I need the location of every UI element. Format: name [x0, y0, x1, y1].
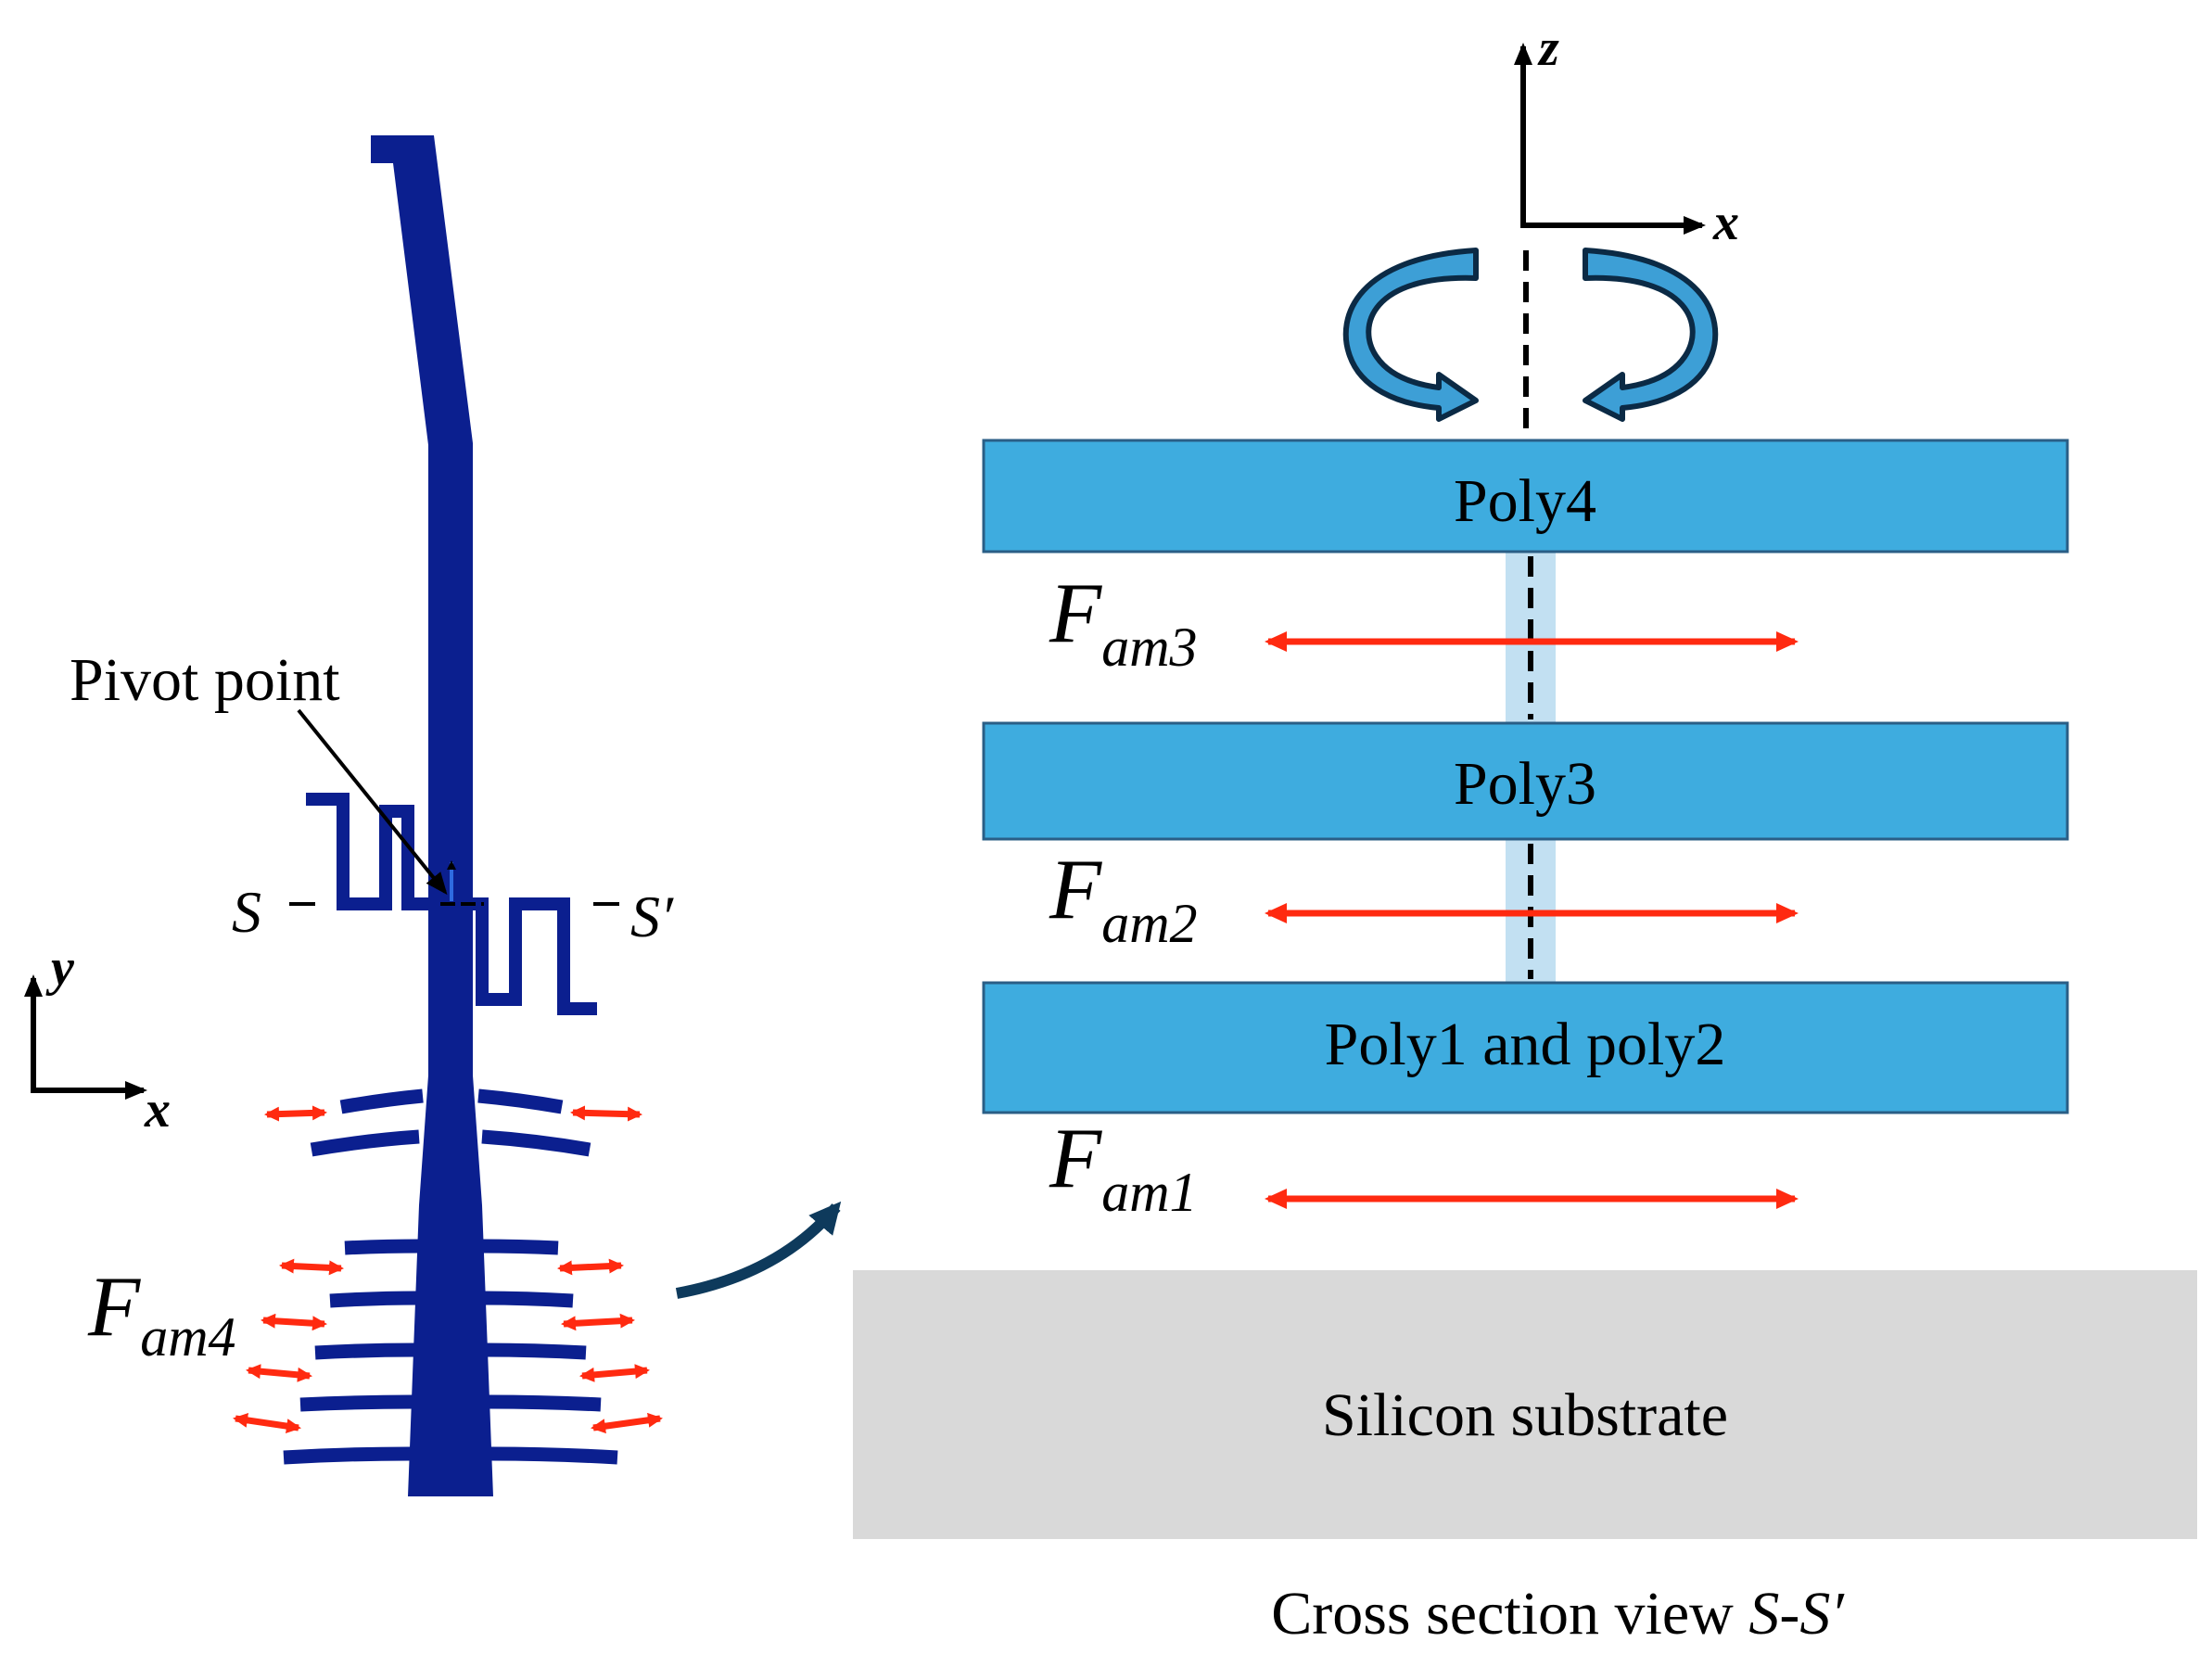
force-arrow-small: [591, 1412, 663, 1434]
comb-finger: [283, 1446, 412, 1465]
layer-poly3: [982, 721, 2069, 841]
layer-poly1-poly2: [982, 981, 2069, 1114]
comb-finger: [487, 1394, 602, 1412]
comb-fingers-lower: [283, 1239, 618, 1465]
caption-section: S-S′: [1748, 1580, 1845, 1648]
force-arrow-small: [233, 1412, 301, 1434]
left-panel: S S′ Pivot point: [24, 135, 674, 1496]
pivot-point-label: Pivot point: [70, 646, 340, 714]
force-subscript: am1: [1101, 1162, 1197, 1223]
comb-finger: [329, 1291, 420, 1308]
y-axis-label: y: [45, 939, 75, 997]
z-axis-label: z: [1537, 19, 1559, 77]
layer-poly4: [982, 439, 2069, 554]
force-subscript: am3: [1101, 617, 1197, 678]
transfer-arrow: [675, 1201, 842, 1299]
comb-finger: [344, 1239, 423, 1255]
force-subscript: am2: [1101, 893, 1197, 954]
comb-finger: [481, 1291, 574, 1308]
force-label-am2: Fam2: [1049, 842, 1198, 954]
beam-body: [371, 135, 493, 1496]
comb-finger: [478, 1239, 559, 1255]
force-label-am3: Fam3: [1049, 566, 1198, 678]
force-symbol: F: [87, 1259, 141, 1354]
force-subscript: am4: [140, 1306, 235, 1368]
x-axis-label-left: x: [144, 1081, 171, 1139]
force-arrow-small: [557, 1258, 624, 1276]
spring-left: [306, 793, 428, 910]
comb-fingers-upper: [310, 1088, 591, 1157]
force-arrow-small: [246, 1364, 312, 1382]
silicon-substrate: [853, 1270, 2197, 1539]
section-end-label: S′: [630, 884, 674, 949]
figure-caption: Cross section view S-S′: [1271, 1580, 1845, 1648]
comb-force-arrows: [233, 1105, 663, 1434]
layer-poly1-poly2-label: Poly1 and poly2: [1325, 1011, 1726, 1078]
rotation-arrow-right: [1583, 248, 1719, 422]
force-symbol: F: [1049, 566, 1102, 660]
comb-finger: [299, 1394, 414, 1412]
comb-finger: [481, 1129, 591, 1157]
comb-finger: [489, 1446, 618, 1465]
spring-right: [473, 897, 597, 1015]
force-arrow-small: [261, 1313, 327, 1331]
force-arrow-small: [561, 1313, 635, 1331]
force-label-am1: Fam1: [1049, 1111, 1198, 1223]
section-start-label: S: [232, 879, 261, 945]
force-label-am4: Fam4: [87, 1259, 236, 1368]
force-arrow-small: [264, 1105, 327, 1122]
comb-finger: [483, 1343, 587, 1360]
x-axis-label-right: x: [1712, 194, 1739, 251]
force-arrow-small: [579, 1364, 650, 1382]
layer-poly4-label: Poly4: [1454, 467, 1596, 535]
force-arrow-small: [279, 1258, 344, 1276]
right-panel: z x Poly4 Poly3 Poly1 and poly2 Silicon …: [853, 19, 2197, 1648]
force-symbol: F: [1049, 842, 1102, 936]
force-symbol: F: [1049, 1111, 1102, 1205]
layer-poly3-label: Poly3: [1454, 750, 1596, 818]
comb-finger: [477, 1088, 564, 1114]
comb-finger: [314, 1343, 417, 1360]
comb-finger: [310, 1129, 420, 1157]
silicon-substrate-label: Silicon substrate: [1322, 1381, 1728, 1449]
comb-finger: [339, 1088, 424, 1114]
caption-prefix: Cross section view: [1271, 1580, 1748, 1648]
rotation-arrow-left: [1342, 248, 1479, 422]
pivot-leader: [297, 708, 448, 896]
force-arrow-small: [570, 1105, 642, 1122]
